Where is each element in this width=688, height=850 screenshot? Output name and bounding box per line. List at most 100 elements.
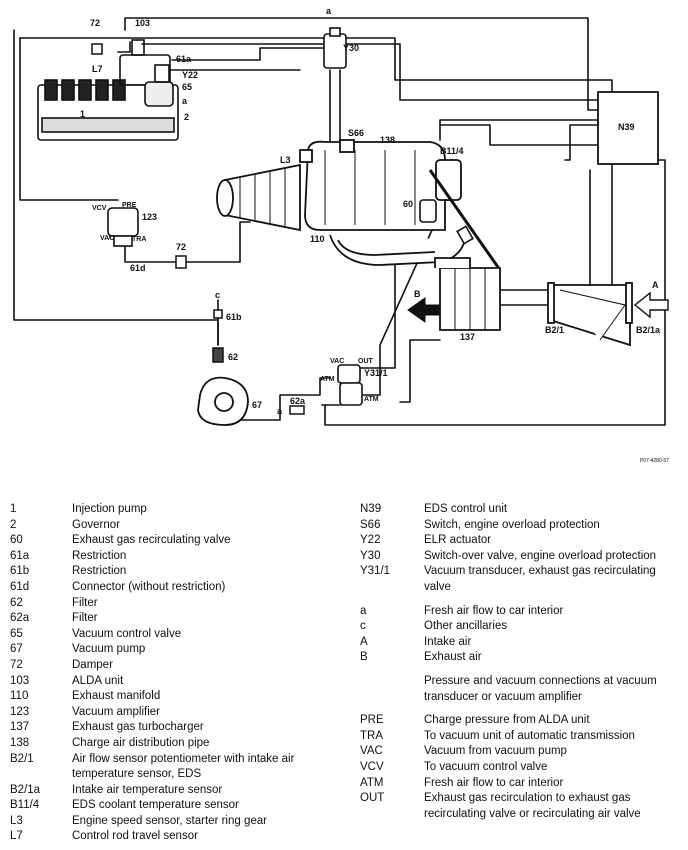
label-a-top: a [326, 6, 332, 16]
legend-description: To vacuum unit of automatic transmission [424, 729, 635, 742]
label-VCV: VCV [92, 205, 107, 212]
switch-over-valve-y30 [323, 27, 347, 69]
legend-code: Y22 [360, 534, 381, 547]
legend-row: c Other ancillaries [360, 619, 678, 635]
legend-description: Fresh air flow to car interior [424, 776, 564, 789]
legend-description: Charge air distribution pipe [72, 736, 210, 749]
label-62: 62 [228, 352, 238, 362]
legend-code: OUT [360, 792, 385, 805]
legend-description: To vacuum control valve [424, 760, 548, 773]
restriction-61b-filter-62 [212, 309, 224, 363]
injection-pump [37, 39, 179, 141]
legend-description: Governor [72, 518, 120, 531]
damper-72-bottom [175, 255, 187, 269]
legend-code: 60 [10, 534, 23, 547]
legend-code: B [360, 651, 368, 664]
legend-code: 61a [10, 549, 30, 562]
label-110: 110 [310, 234, 325, 244]
legend-code: Y31/1 [360, 565, 391, 578]
label-L3: L3 [280, 155, 291, 165]
label-61d: 61d [130, 263, 146, 273]
legend-code: c [360, 620, 366, 633]
label-S66: S66 [348, 128, 364, 138]
legend-description: Charge pressure from ALDA unit [424, 714, 590, 727]
legend-code: B2/1 [10, 752, 34, 765]
label-137: 137 [460, 332, 475, 342]
label-B2-1a: B2/1a [636, 325, 661, 335]
legend-code: B2/1a [10, 783, 41, 796]
legend-description: Other ancillaries [424, 620, 508, 633]
legend-code: PRE [360, 714, 384, 727]
label-TRA: TRA [132, 236, 146, 243]
legend-code: 123 [10, 705, 30, 718]
legend-description: Filter [72, 612, 98, 625]
reference-code: P07-4280-57 [640, 458, 669, 464]
label-72-top: 72 [90, 18, 100, 28]
legend-code: VCV [360, 760, 384, 773]
legend-code: 61d [10, 580, 30, 593]
legend-description: Fresh air flow to car interior [424, 604, 564, 617]
legend-code: 1 [10, 503, 17, 515]
legend-description: EDS coolant temperature sensor [72, 799, 239, 812]
legend-row: B11/4 EDS coolant temperature sensor [10, 798, 345, 814]
legend-description: Damper [72, 658, 113, 671]
legend-code: A [360, 635, 368, 648]
legend-code: a [360, 604, 367, 617]
legend-row: PRE Charge pressure from ALDA unit [360, 713, 678, 729]
legend-code: B11/4 [10, 799, 40, 812]
label-L7: L7 [92, 64, 103, 74]
label-c: c [215, 290, 220, 300]
legend-code: L7 [10, 830, 23, 843]
egr-valve-60 [419, 199, 474, 245]
governor [144, 64, 174, 107]
air-flow-sensor-b2-1 [547, 282, 633, 347]
intake-horn [216, 163, 301, 232]
eds-control-unit-n39 [597, 91, 659, 165]
label-Y30: Y30 [343, 43, 359, 53]
legend-description: Vacuum amplifier [72, 705, 160, 718]
legend-code: S66 [360, 518, 381, 531]
diagram-labels: a 72 103 L7 61a Y22 65 a 1 2 Y30 N39 S66… [80, 6, 669, 464]
legend-description: Intake air temperature sensor [72, 783, 223, 796]
label-ATM-2: ATM [364, 396, 379, 403]
vacuum-pump-67 [197, 376, 249, 426]
legend-description: Intake air [424, 635, 472, 648]
label-PRE: PRE [122, 202, 137, 209]
label-65: 65 [182, 82, 192, 92]
legend-description: Vacuum pump [72, 643, 146, 656]
legend-row: a Fresh air flow to car interior [360, 604, 678, 620]
label-B: B [414, 289, 421, 299]
vacuum-amplifier-123 [107, 207, 139, 247]
legend-description: Restriction [72, 565, 127, 578]
legend-row: VCV To vacuum control valve [360, 760, 678, 776]
label-B11-4: B11/4 [440, 146, 464, 156]
legend-description: Connector (without restriction) [72, 580, 226, 593]
label-61b: 61b [226, 312, 242, 322]
label-1: 1 [80, 109, 85, 119]
charge-air-distribution-pipe [299, 139, 446, 231]
label-N39: N39 [618, 122, 635, 132]
legend-code: 67 [10, 643, 23, 656]
legend-description: Switch-over valve, engine overload prote… [424, 549, 657, 562]
intake-arrow-a [633, 291, 669, 319]
label-a-bottom: a [277, 406, 283, 416]
